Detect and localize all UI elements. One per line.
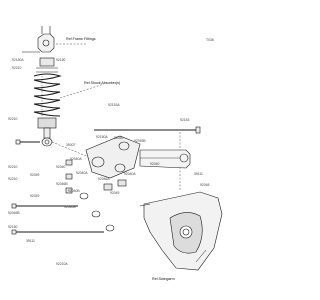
tie-rods bbox=[139, 149, 191, 169]
part-number[interactable]: 92153A bbox=[108, 103, 120, 107]
part-number[interactable]: 92040A bbox=[124, 172, 136, 176]
part-number[interactable]: 92048 bbox=[200, 183, 210, 187]
part-number[interactable]: 92049 bbox=[110, 191, 120, 195]
part-number[interactable]: 39111 bbox=[194, 172, 203, 176]
shock-upper-mount bbox=[22, 26, 55, 53]
part-number[interactable]: 92046A bbox=[98, 177, 110, 181]
part-number[interactable]: 92150 bbox=[8, 225, 18, 229]
part-number[interactable]: 92049B bbox=[134, 139, 146, 143]
part-number[interactable]: 92049 bbox=[30, 194, 40, 198]
part-number[interactable]: 92040 bbox=[114, 136, 124, 140]
part-number[interactable]: 92040A bbox=[76, 171, 88, 175]
swingarm bbox=[143, 191, 223, 271]
part-number[interactable]: 92049B bbox=[8, 211, 20, 215]
part-number[interactable]: 92049 bbox=[30, 173, 40, 177]
part-number[interactable]: 92210 bbox=[8, 177, 18, 181]
part-number[interactable]: 92210 bbox=[12, 66, 22, 70]
part-number[interactable]: 39111 bbox=[26, 239, 35, 243]
part-number[interactable]: 92040A bbox=[70, 157, 82, 161]
part-number[interactable]: 92210 bbox=[8, 117, 18, 121]
part-number[interactable]: 92040B bbox=[64, 205, 76, 209]
rocker-arm bbox=[85, 135, 141, 179]
part-number[interactable]: 92210 bbox=[8, 165, 18, 169]
shock-absorber bbox=[33, 57, 62, 147]
part-number[interactable]: 92210A bbox=[56, 262, 68, 266]
ref-frame-fittings-label[interactable]: Ref.Frame Fittings bbox=[66, 37, 96, 41]
part-number[interactable]: 39007 bbox=[66, 143, 76, 147]
rocker-arm-bolt bbox=[94, 126, 201, 134]
lower-bolts bbox=[11, 203, 104, 235]
collars bbox=[65, 159, 127, 232]
rear-suspension-diagram: T036 Ref.Frame Fittings Ref.Shock Absorb… bbox=[8, 26, 223, 281]
part-number[interactable]: 92150A bbox=[12, 58, 24, 62]
part-number[interactable]: 92046B bbox=[56, 182, 68, 186]
diagram-code: T036 bbox=[206, 38, 214, 42]
part-number[interactable]: 92153 bbox=[180, 118, 190, 122]
shock-lower-bolt bbox=[15, 139, 40, 145]
part-number[interactable]: 92040 bbox=[56, 165, 66, 169]
parts-illustration bbox=[11, 26, 223, 271]
shock-spring bbox=[33, 73, 62, 117]
ref-shock-absorbers-label[interactable]: Ref.Shock Absorber(s) bbox=[84, 81, 121, 85]
part-number[interactable]: 92150 bbox=[56, 58, 66, 62]
part-number[interactable]: 92150A bbox=[96, 135, 108, 139]
ref-swingarm-label[interactable]: Ref.Swingarm bbox=[152, 277, 175, 281]
part-number[interactable]: 92040B bbox=[68, 189, 80, 193]
part-number[interactable]: 92040 bbox=[150, 162, 160, 166]
